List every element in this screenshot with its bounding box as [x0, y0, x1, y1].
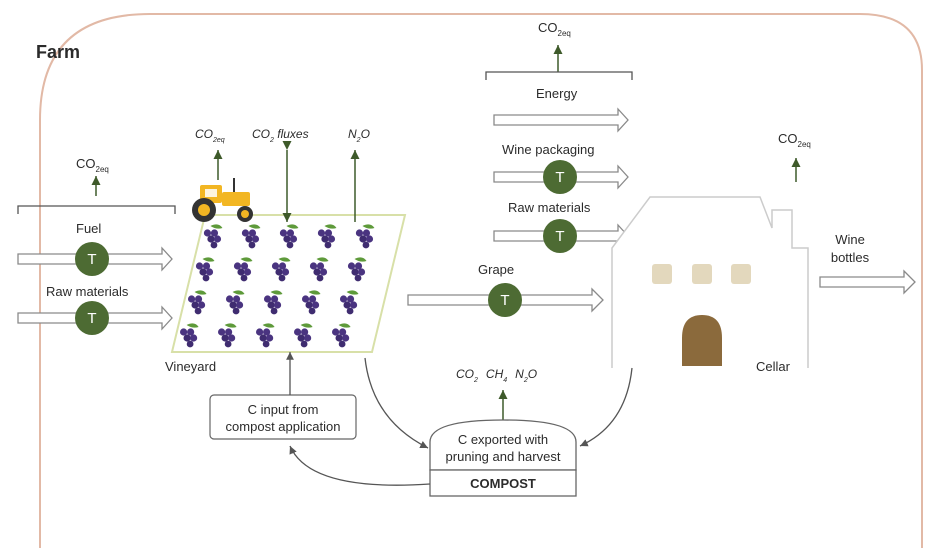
cellar-input-group: CO2eq Energy Wine packaging T Raw materi…: [485, 20, 633, 253]
wine-output: Wine bottles: [819, 232, 916, 295]
cellar-window-2: [692, 264, 712, 284]
cellar-door: [682, 315, 722, 366]
grape-flow: Grape T: [407, 262, 604, 317]
vineyard-input-group: CO2eq Fuel T Raw materials T: [17, 156, 176, 335]
cellar-window-1: [652, 264, 672, 284]
grape-transport-badge: [488, 283, 522, 317]
cellar-to-compost-arrow: [579, 367, 633, 447]
cellar-raw-materials-transport-badge: [543, 219, 577, 253]
co2-fluxes-label: CO2 fluxes: [252, 127, 309, 144]
compost-exported-line1: C exported with: [458, 432, 548, 447]
vineyard-to-compost-arrow: [364, 357, 429, 449]
vineyard-input-bracket: [17, 205, 176, 214]
cellar-co2eq-label: CO2eq: [778, 131, 811, 149]
wine-packaging-label: Wine packaging: [502, 142, 595, 157]
wine-packaging-transport-label: T: [555, 169, 564, 186]
farm-frame-left: [39, 13, 151, 548]
grape-transport-label: T: [500, 292, 509, 309]
vineyard-co2eq-label: CO2eq: [195, 127, 225, 144]
compost-to-c-input-arrow: [289, 445, 431, 486]
vineyard-raw-materials-label: Raw materials: [46, 284, 129, 299]
wine-bottles-arrow: [819, 269, 916, 295]
vineyard: Vineyard CO2eq CO2 fluxes N2O: [165, 127, 407, 374]
compost-base: [429, 469, 577, 497]
c-input-line1: C input from: [248, 402, 319, 417]
vineyard-raw-materials-transport-badge: [75, 301, 109, 335]
cellar-raw-materials-label: Raw materials: [508, 200, 591, 215]
cellar-window-3: [731, 264, 751, 284]
compost-exported-line2: pruning and harvest: [446, 449, 561, 464]
c-input-frame: [209, 394, 357, 440]
vineyard-input-co2eq-label: CO2eq: [76, 156, 109, 174]
wine-bottles-line1: Wine: [835, 232, 865, 247]
compost-pile: [429, 419, 577, 471]
cellar: Cellar CO2eq: [611, 131, 811, 374]
fuel-transport-badge: [75, 242, 109, 276]
grape-label: Grape: [478, 262, 514, 277]
energy-label: Energy: [536, 86, 578, 101]
compost-label: COMPOST: [470, 476, 536, 491]
cellar-label: Cellar: [756, 359, 791, 374]
wine-bottles-line2: bottles: [831, 250, 870, 265]
vineyard-n2o-label: N2O: [348, 127, 370, 144]
vineyard-label: Vineyard: [165, 359, 216, 374]
c-input-line2: compost application: [226, 419, 341, 434]
cellar-input-bracket: [485, 71, 633, 80]
vineyard-raw-materials-transport-label: T: [87, 310, 96, 327]
farm-label: Farm: [36, 42, 80, 62]
fuel-transport-label: T: [87, 251, 96, 268]
wine-packaging-transport-badge: [543, 160, 577, 194]
c-input-box: C input from compost application: [209, 394, 357, 440]
vineyard-field: [170, 214, 407, 353]
farm-frame: [150, 13, 923, 548]
energy-arrow: [493, 107, 629, 133]
tractor-icon: [192, 178, 253, 222]
cellar-input-co2eq-label: CO2eq: [538, 20, 571, 38]
fuel-label: Fuel: [76, 221, 101, 236]
cellar-raw-materials-transport-label: T: [555, 228, 564, 245]
